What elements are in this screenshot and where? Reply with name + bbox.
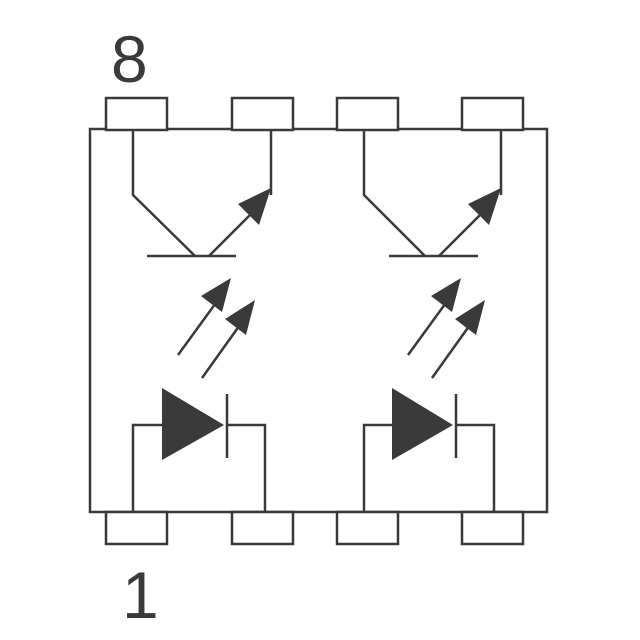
pin-1 <box>104 510 169 546</box>
pin-6 <box>335 96 400 132</box>
light-arrows-2 <box>406 278 485 379</box>
emitter-arrow-2 <box>438 188 501 257</box>
pin-5 <box>460 96 525 132</box>
pin-4 <box>460 510 525 546</box>
emitter-arrow-1 <box>208 188 271 257</box>
phototransistor-2 <box>362 130 503 258</box>
pin-2 <box>230 510 295 546</box>
pin-8 <box>104 96 169 132</box>
pin-7 <box>230 96 295 132</box>
led-2 <box>362 388 496 512</box>
pin-label-8: 8 <box>111 22 148 96</box>
led-1 <box>131 388 267 512</box>
light-arrows-1 <box>176 278 255 379</box>
phototransistor-1 <box>131 130 273 258</box>
pin-label-1: 1 <box>122 558 159 632</box>
package-body <box>88 127 549 514</box>
pin-3 <box>335 510 400 546</box>
